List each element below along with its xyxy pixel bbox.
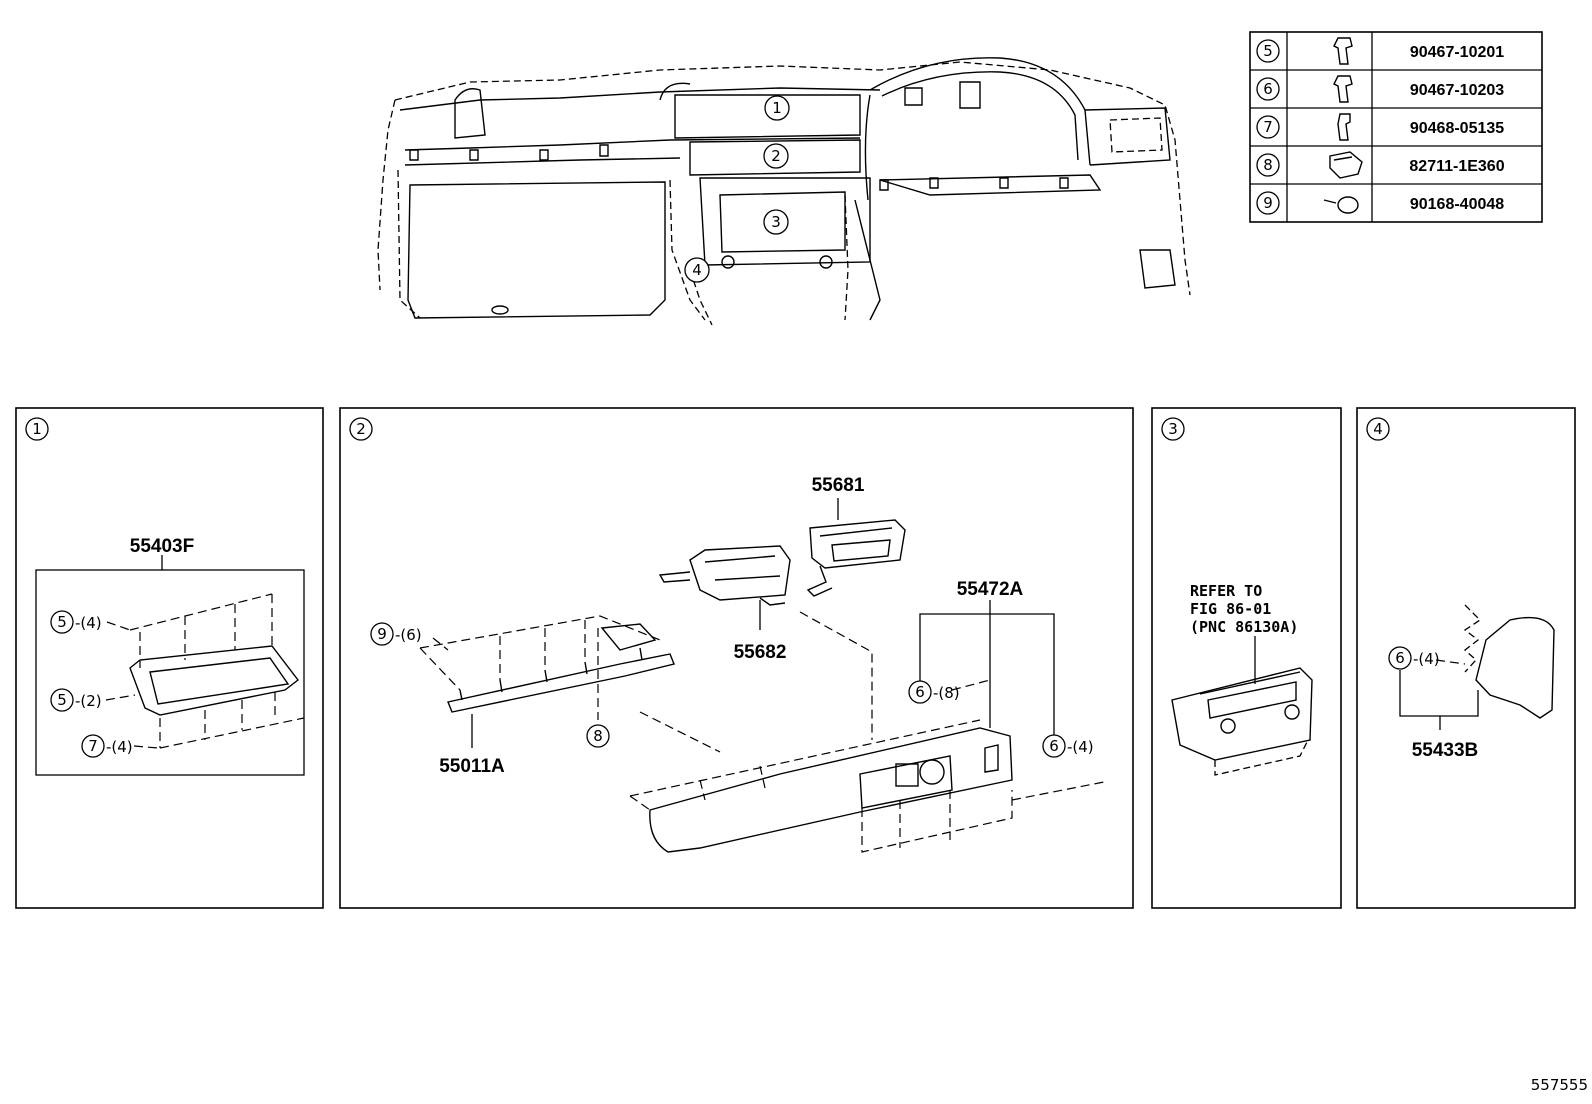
svg-text:FIG 86-01: FIG 86-01	[1190, 600, 1271, 618]
panel-2: 2 55681 55682 55011A	[339, 407, 1134, 909]
svg-text:1: 1	[32, 420, 42, 438]
svg-text:55433B: 55433B	[1412, 740, 1479, 761]
svg-text:-(4): -(4)	[106, 738, 133, 756]
svg-text:8: 8	[1263, 156, 1273, 174]
svg-text:6: 6	[1049, 737, 1059, 755]
svg-text:2: 2	[771, 147, 781, 165]
svg-text:4: 4	[692, 261, 702, 279]
overview-callout-1[interactable]: 1	[764, 95, 790, 121]
svg-text:4: 4	[1373, 420, 1383, 438]
svg-text:55011A: 55011A	[439, 756, 505, 777]
svg-text:REFER TO: REFER TO	[1190, 582, 1262, 600]
svg-text:6: 6	[915, 683, 925, 701]
panel-1-callout-5a[interactable]: 5 -(4)	[50, 610, 102, 634]
table-row[interactable]: 9 90168-40048	[1256, 191, 1504, 215]
svg-text:55403F: 55403F	[130, 536, 194, 557]
glovebox-part[interactable]	[129, 645, 299, 716]
svg-text:7: 7	[1263, 118, 1273, 136]
overview-callouts: 1 2 3 4	[684, 95, 790, 283]
svg-text:55472A: 55472A	[957, 579, 1024, 600]
side-trim-part-55433B[interactable]	[1463, 604, 1555, 719]
panel-4: 4 55433B 6 -(4)	[1356, 407, 1576, 909]
overview-callout-3[interactable]: 3	[763, 209, 789, 235]
svg-text:2: 2	[356, 420, 366, 438]
fastener-table: 5 90467-10201 6 90467-10203 7 90468-0513…	[1249, 31, 1543, 223]
dashboard-overview	[377, 57, 1191, 326]
panel-2-callout-6b[interactable]: 6 -(4)	[1042, 734, 1094, 758]
svg-text:6: 6	[1395, 649, 1405, 667]
svg-text:3: 3	[771, 213, 781, 231]
clip-icon	[1333, 75, 1353, 103]
svg-text:-(4): -(4)	[1067, 738, 1094, 756]
air-vent-55682[interactable]	[658, 545, 791, 606]
table-row[interactable]: 5 90467-10201	[1256, 37, 1504, 65]
panel-3: 3 REFER TO FIG 86-01 (PNC 86130A)	[1151, 407, 1342, 909]
table-row[interactable]: 6 90467-10203	[1256, 75, 1504, 103]
diagram-id: 557555	[1531, 1076, 1588, 1094]
svg-text:-(4): -(4)	[1413, 650, 1440, 668]
overview-callout-4[interactable]: 4	[684, 257, 710, 283]
svg-text:90467-10203: 90467-10203	[1410, 82, 1504, 99]
svg-text:3: 3	[1168, 420, 1178, 438]
panel-4-callout-6[interactable]: 6 -(4)	[1388, 646, 1440, 670]
svg-text:90467-10201: 90467-10201	[1410, 44, 1504, 61]
bracket-55011A[interactable]	[447, 623, 675, 713]
svg-text:-(6): -(6)	[395, 626, 422, 644]
clip-icon	[1337, 113, 1351, 141]
panel-1-callout-5b[interactable]: 5 -(2)	[50, 688, 102, 712]
overview-callout-2[interactable]: 2	[763, 143, 789, 169]
trim-panel-55472A[interactable]	[649, 727, 1013, 853]
panel-2-callout-9[interactable]: 9 -(6)	[370, 622, 422, 646]
nut-icon	[1329, 151, 1363, 179]
table-row[interactable]: 8 82711-1E360	[1256, 151, 1505, 179]
svg-text:55682: 55682	[734, 642, 787, 663]
svg-text:5: 5	[57, 691, 67, 709]
svg-text:1: 1	[772, 99, 782, 117]
svg-text:5: 5	[57, 613, 67, 631]
clip-icon	[1333, 37, 1353, 65]
panel-1-ref-callout: 1	[25, 417, 49, 441]
table-row[interactable]: 7 90468-05135	[1256, 113, 1504, 141]
panel-3-ref-callout: 3	[1161, 417, 1185, 441]
svg-text:82711-1E360: 82711-1E360	[1409, 158, 1504, 175]
air-vent-55681[interactable]	[806, 519, 906, 597]
svg-text:90468-05135: 90468-05135	[1410, 120, 1504, 137]
screw-icon	[1323, 196, 1359, 214]
svg-text:8: 8	[593, 727, 603, 745]
svg-text:9: 9	[1263, 194, 1273, 212]
svg-text:-(2): -(2)	[75, 692, 102, 710]
svg-text:9: 9	[377, 625, 387, 643]
svg-text:5: 5	[1263, 42, 1273, 60]
panel-1: 1 55403F 5 -(4) 5 -(2) 7 -(4)	[15, 407, 324, 909]
panel-1-callout-7[interactable]: 7 -(4)	[81, 734, 133, 758]
svg-text:55681: 55681	[812, 475, 865, 496]
panel-4-ref-callout: 4	[1366, 417, 1390, 441]
svg-text:7: 7	[88, 737, 98, 755]
svg-text:-(4): -(4)	[75, 614, 102, 632]
audio-unit-part[interactable]	[1171, 667, 1313, 776]
svg-text:-(8): -(8)	[933, 684, 960, 702]
svg-text:90168-40048: 90168-40048	[1410, 196, 1504, 213]
svg-text:6: 6	[1263, 80, 1273, 98]
panel-2-ref-callout: 2	[349, 417, 373, 441]
svg-text:(PNC 86130A): (PNC 86130A)	[1190, 618, 1298, 636]
panel-2-callout-8[interactable]: 8	[586, 724, 610, 748]
panel-2-callout-6a[interactable]: 6 -(8)	[908, 680, 960, 704]
